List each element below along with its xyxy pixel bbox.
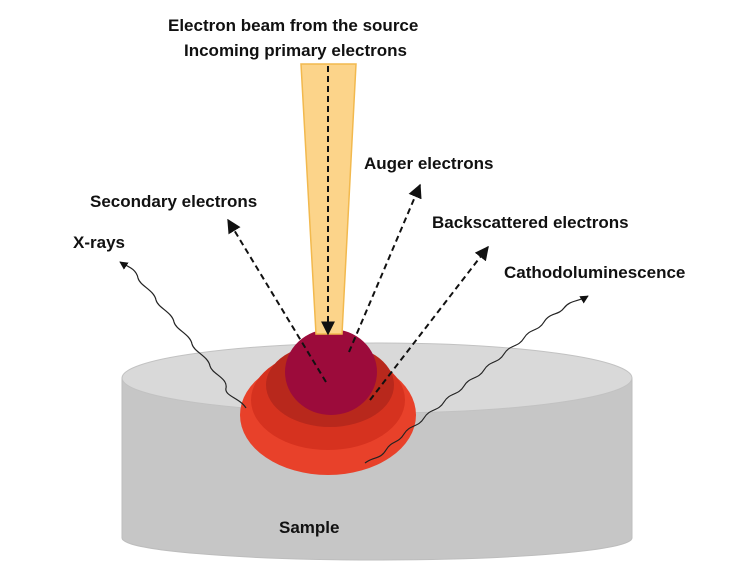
- secondary-electrons-label: Secondary electrons: [90, 192, 258, 211]
- x-rays-wave: [119, 261, 247, 409]
- sample-label: Sample: [279, 518, 340, 537]
- cathodoluminescence-wave: [364, 295, 589, 464]
- electron-beam: [300, 63, 357, 336]
- beam-source-label: Electron beam from the source: [168, 16, 419, 35]
- primary-electrons-label: Incoming primary electrons: [184, 41, 407, 60]
- backscattered-electrons-label: Backscattered electrons: [432, 213, 629, 232]
- auger-electrons-arrow: [348, 183, 422, 353]
- secondary-electrons-arrow: [227, 218, 327, 383]
- interaction-volume: [240, 329, 416, 475]
- interaction-zone-core: [285, 329, 377, 415]
- x-rays-label: X-rays: [73, 233, 125, 252]
- auger-electrons-label: Auger electrons: [364, 154, 494, 173]
- cathodoluminescence-label: Cathodoluminescence: [504, 263, 686, 282]
- backscattered-electrons-arrow: [369, 245, 489, 401]
